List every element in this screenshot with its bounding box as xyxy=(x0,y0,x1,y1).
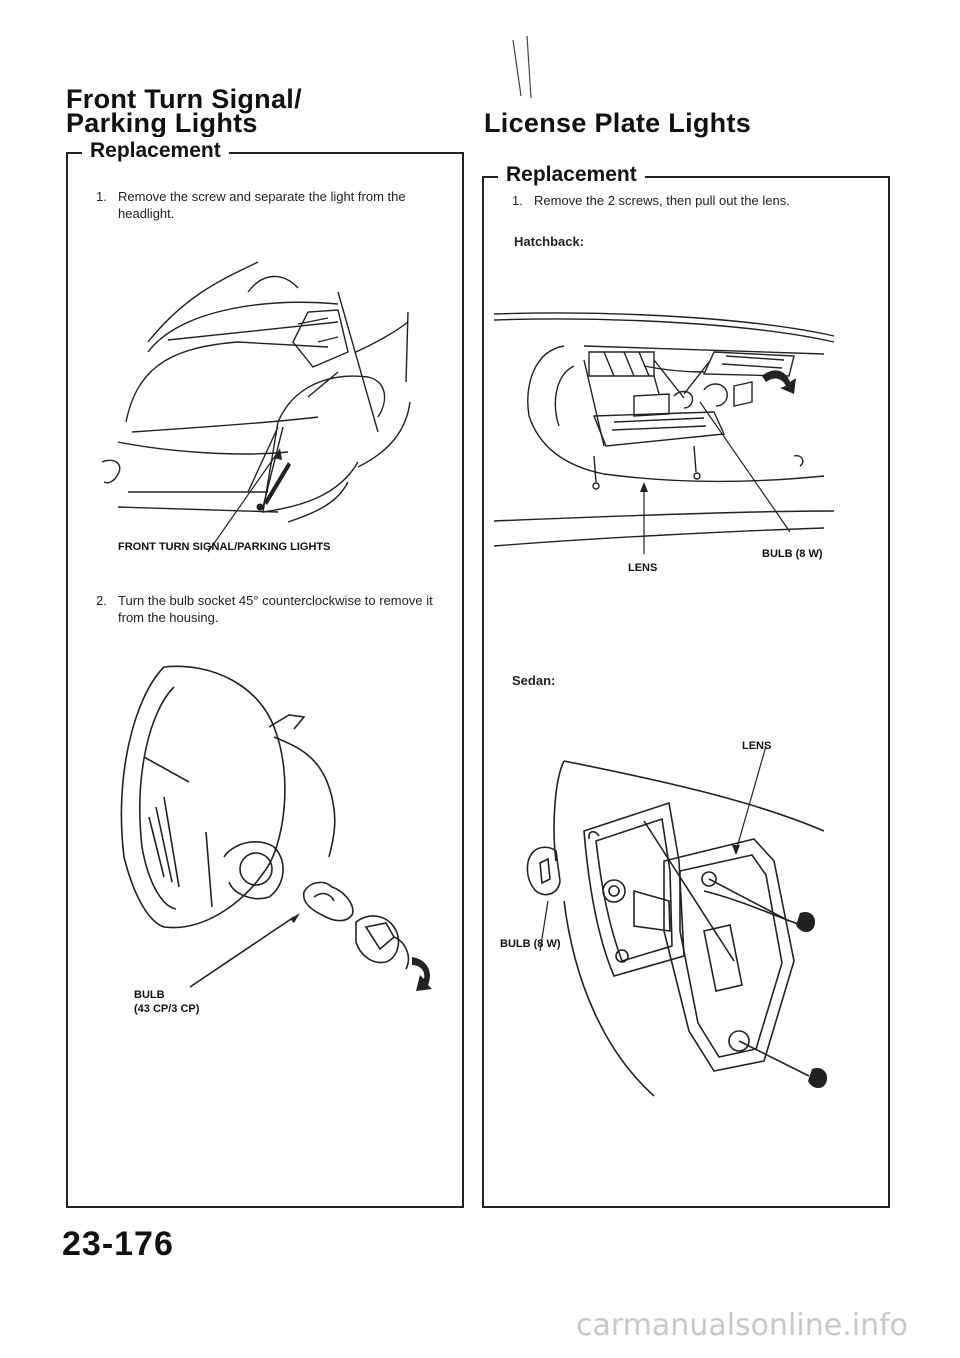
left-section-title-line1: Front Turn Signal/ xyxy=(66,84,302,114)
left-section-title-line2: Parking Lights xyxy=(66,108,258,138)
left-replacement-box: Replacement 1. Remove the screw and sepa… xyxy=(66,137,464,1208)
step-number: 1. xyxy=(512,193,523,208)
figure2-label-line2: (43 CP/3 CP) xyxy=(134,1003,200,1015)
step-number: 2. xyxy=(96,593,107,608)
sedan-lens-label: LENS xyxy=(742,740,772,752)
bulb-housing-illustration xyxy=(120,665,432,991)
hatchback-lens-label: LENS xyxy=(628,562,658,574)
hatchback-bulb-label: BULB (8 W) xyxy=(762,548,823,560)
step-text: Remove the screw and separate the light … xyxy=(118,189,406,221)
right-replacement-box: Replacement 1. Remove the 2 screws, then… xyxy=(482,161,890,1208)
sedan-label: Sedan: xyxy=(512,673,556,688)
hatchback-license-light-illustration xyxy=(493,312,835,554)
footer-watermark-url[interactable]: carmanualsonline.info xyxy=(576,1308,908,1343)
step-number: 1. xyxy=(96,189,107,204)
figure2-label-line1: BULB xyxy=(134,989,165,1001)
right-box-heading: Replacement xyxy=(498,161,645,189)
decorative-stroke-marks xyxy=(512,35,532,99)
right-section-title: License Plate Lights xyxy=(484,108,752,138)
left-box-heading: Replacement xyxy=(82,137,229,165)
step-text: Turn the bulb socket 45° counterclockwis… xyxy=(118,593,433,625)
figure1-label: FRONT TURN SIGNAL/PARKING LIGHTS xyxy=(118,541,331,553)
page-number: 23-176 xyxy=(62,1225,174,1263)
hatchback-label: Hatchback: xyxy=(514,234,585,249)
sedan-bulb-label: BULB (8 W) xyxy=(500,938,561,950)
sedan-license-light-illustration xyxy=(526,745,828,1097)
step-text: Remove the 2 screws, then pull out the l… xyxy=(534,193,790,208)
headlight-illustration xyxy=(101,261,411,553)
